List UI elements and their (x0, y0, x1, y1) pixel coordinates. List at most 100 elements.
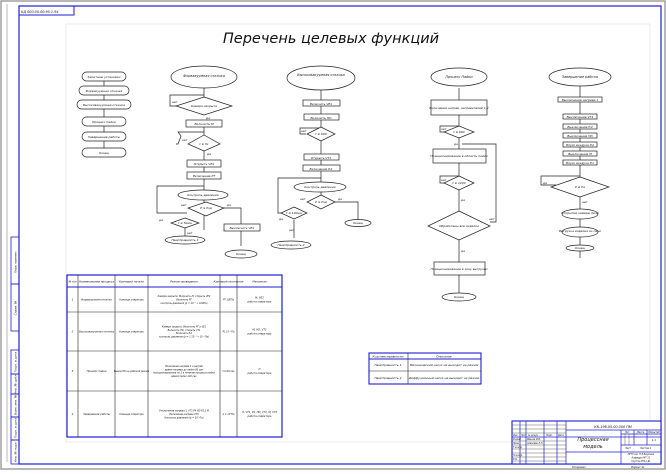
copy-label: Копировал (572, 466, 586, 469)
br-step2 (432, 148, 487, 164)
row-number: 3 (72, 369, 74, 373)
sd-step-label: Впуск воздуха P.2 (566, 143, 594, 147)
row-head: № докум. (527, 434, 539, 437)
sd-open-label: Открытие камеры печи (561, 211, 598, 215)
row-number: 4 (72, 412, 74, 416)
org-line: Группа МТ11-91 (631, 460, 651, 463)
row-mode-line: Отключение нагрева 1, VT1 P4 HD P1.2 M (159, 410, 209, 413)
sd-step (562, 132, 598, 139)
yes-label: да (460, 198, 465, 202)
br-start-label: Процесс Пайки (445, 75, 473, 79)
br-cond1-decision (443, 125, 475, 139)
sheet-label: Лист (624, 447, 632, 450)
sd-start-terminator (548, 67, 612, 87)
sd-step (562, 123, 598, 130)
row-mode-line: контроль давления (р = 10⁻¹ ÷ 100Па) (161, 302, 208, 305)
row-process-name: Форвакуумная откачка (81, 298, 112, 302)
role: Пров. (513, 442, 520, 445)
org-line: Кафедра МТ-11 (632, 457, 651, 460)
fault-header-code: Код неисправности (372, 355, 403, 359)
sd-pressure-decision (549, 176, 611, 198)
side-label: Инв. № подл. (14, 442, 18, 463)
hv-step1 (302, 99, 341, 107)
fv-open-valve-step (186, 159, 222, 168)
sheets-label: Листов 1 (639, 447, 652, 450)
fv-enable-step (186, 171, 222, 180)
hv-timeout-label: t ≥ 10мин (286, 211, 302, 215)
role: Разраб. (513, 438, 522, 441)
br-cond2-decision (443, 175, 475, 191)
row-mode-line: Включить P.2 (176, 332, 192, 335)
fv-enable-label: Включение PT (193, 174, 216, 178)
yes-label: да (453, 142, 458, 146)
sd-end-label: Конец (575, 246, 585, 250)
role: Утв. (513, 458, 518, 461)
hv-end-label: Конец (353, 221, 363, 225)
row-mode-line: Включение нагрева 1 и нагрев (165, 365, 203, 368)
row-end-criterion: P1 10⁻³Па (223, 331, 235, 334)
overview-item: Высоковакуумная откачка (83, 103, 125, 107)
sd-step-label: Выключение VT1 (567, 115, 594, 119)
fore-vacuum-labels: Форвакуумная откачка Камера закрыта нет … (158, 74, 254, 256)
col-head: Лит. (624, 431, 631, 434)
fv-pressure-label: P ≤ Pзд (200, 206, 212, 210)
side-label: Взам. инв. № (14, 395, 18, 415)
yes-label: да (158, 218, 163, 222)
row-mechanism-line: П (259, 367, 261, 371)
side-label: Справ. № (14, 301, 18, 316)
sd-unload-terminator (561, 226, 599, 238)
yes-label: да (278, 217, 283, 221)
hv-step3-label: Открыть VT1 (311, 156, 332, 160)
no-label: нет (289, 228, 295, 232)
br-cond3-decision (427, 210, 491, 241)
row-number: 1 (72, 298, 74, 302)
row-mode-line: контроль давления (р = 1·10⁻³ ÷ 10⁻³Па) (159, 336, 209, 339)
yes-label: да (226, 203, 231, 207)
format-label: Формат A1 (631, 466, 645, 469)
row-mode-line: позиционирование по 2 в течение процесса… (153, 372, 215, 375)
fv-pump-step (185, 119, 223, 128)
sd-step (562, 141, 598, 148)
row-head: Подп. (546, 434, 553, 437)
table-header: Критерий начала (119, 280, 144, 284)
row-end-criterion: t=120 сек (222, 370, 235, 373)
row-mode-line: Включить PT (176, 299, 192, 302)
row-mechanism-line: работа оператора (248, 414, 272, 418)
hv-control-label: Контроль давления (304, 185, 335, 189)
yes-label: да (206, 152, 211, 156)
br-start-terminator (430, 67, 488, 87)
row-head: Изм (513, 434, 518, 437)
stamp-box (18, 5, 75, 16)
row-start-criterion: Вывод HD на рабочий режим (114, 370, 150, 373)
sd-start-label: Завершение работы (562, 75, 599, 79)
br-end-label: Конец (454, 295, 464, 299)
hv-step2-label: Включить HD (310, 116, 332, 120)
br-step1 (430, 99, 488, 116)
row-process-name: Процесс пайки (87, 369, 107, 373)
hv-step4-label: Включение P.2 (310, 167, 333, 171)
org-line: МГТУ им. Н.Э.Баумана (628, 453, 655, 456)
br-step3 (433, 261, 486, 276)
overview-item: Процесс пайки (92, 120, 116, 124)
row-number: 2 (72, 330, 74, 334)
no-label: нет (582, 200, 588, 204)
hv-end-terminator (344, 219, 372, 227)
fv-timeout-decision (169, 217, 201, 229)
person-name: Иванов И.И. (527, 438, 541, 441)
shutdown-labels: Завершение работы Выключение нагрева 1 В… (542, 75, 601, 250)
no-label: нет (489, 217, 495, 221)
designation: КК-196.05.00.000 ПМ (594, 425, 631, 429)
sd-pressure-label: P ≥ Pa (575, 185, 585, 189)
row-mechanism-line: M, HD, VT2 (253, 328, 267, 332)
fv-door-decision (174, 96, 234, 116)
fault-desc: Диффузионный насос не выходит на режим (408, 376, 480, 380)
hv-pressure-label: P ≤ Pзд (315, 200, 327, 204)
hv-fault-label: Неисправность 2 (278, 243, 305, 247)
row-mechanism-line: M, VE2 (255, 296, 264, 300)
fv-time-decision (187, 134, 221, 152)
sd-step (562, 159, 598, 166)
fault-table: Код неисправности Описание Неисправность… (368, 352, 482, 385)
role: Н.контр. (513, 454, 523, 457)
no-label: нет (441, 127, 447, 131)
